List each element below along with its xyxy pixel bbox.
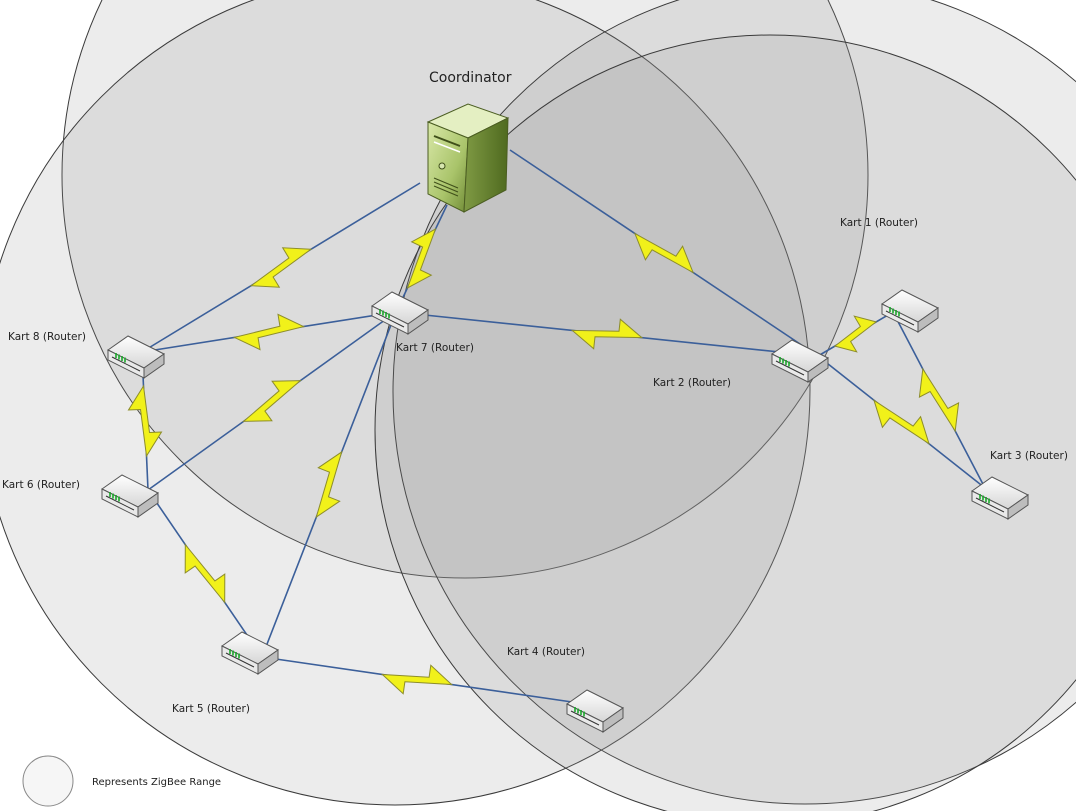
- lightning-bolt-icon: [570, 318, 644, 350]
- lightning-bolt-icon: [232, 313, 306, 351]
- legend-range-icon: [22, 755, 74, 807]
- router-icon: [566, 689, 624, 733]
- legend: Represents ZigBee Range: [22, 755, 221, 807]
- router-icon: [221, 631, 279, 675]
- router-label-kart2: Kart 2 (Router): [653, 377, 731, 389]
- router-icon: [371, 291, 429, 335]
- router-icon: [101, 474, 159, 518]
- router-label-kart3: Kart 3 (Router): [990, 450, 1068, 462]
- lightning-bolt-icon: [918, 367, 960, 433]
- router-icon: [971, 476, 1029, 520]
- zigbee-link: [147, 311, 397, 491]
- zigbee-link: [509, 149, 819, 357]
- router-icon: [107, 335, 165, 379]
- lightning-bolt-icon: [242, 380, 302, 422]
- router-icon: [881, 289, 939, 333]
- legend-label: Represents ZigBee Range: [92, 777, 221, 788]
- zigbee-link: [141, 182, 421, 353]
- zigbee-link: [817, 355, 986, 489]
- router-label-kart8: Kart 8 (Router): [8, 331, 86, 343]
- zigbee-link: [395, 204, 448, 313]
- links-layer: [127, 149, 986, 703]
- router-label-kart4: Kart 4 (Router): [507, 646, 585, 658]
- zigbee-link: [817, 311, 894, 357]
- zigbee-link: [261, 311, 397, 658]
- router-label-kart6: Kart 6 (Router): [2, 479, 80, 491]
- lightning-bolt-icon: [184, 543, 226, 604]
- lightning-bolt-icon: [833, 315, 878, 353]
- router-node-kart1[interactable]: [881, 289, 939, 333]
- lightning-bolt-icon: [633, 232, 695, 274]
- routers-layer: [101, 289, 1029, 733]
- range-circle: [0, 0, 811, 806]
- zigbee-link: [141, 311, 397, 353]
- router-label-kart1: Kart 1 (Router): [840, 217, 918, 229]
- router-node-kart2[interactable]: [771, 339, 829, 383]
- router-node-kart5[interactable]: [221, 631, 279, 675]
- lightning-bolt-icon: [315, 450, 343, 519]
- coordinator-label: Coordinator: [429, 70, 512, 86]
- router-icon: [771, 339, 829, 383]
- router-node-kart3[interactable]: [971, 476, 1029, 520]
- lightning-bolt-icon: [127, 384, 163, 458]
- range-circle: [374, 34, 1076, 811]
- lightning-bolt-icon: [873, 399, 930, 445]
- router-node-kart8[interactable]: [107, 335, 165, 379]
- range-circle: [392, 0, 1076, 805]
- lightning-bolt-icon: [249, 247, 313, 288]
- router-node-kart4[interactable]: [566, 689, 624, 733]
- zigbee-link: [395, 311, 819, 357]
- lightning-bolt-icon: [406, 228, 437, 289]
- server-icon: [426, 103, 510, 213]
- zigbee-link: [892, 311, 986, 489]
- lightning-bolt-icon: [381, 664, 453, 695]
- router-node-kart6[interactable]: [101, 474, 159, 518]
- router-label-kart5: Kart 5 (Router): [172, 703, 250, 715]
- zigbee-link: [147, 489, 263, 658]
- coordinator-node[interactable]: [426, 103, 510, 213]
- range-circle: [61, 0, 869, 579]
- router-node-kart7[interactable]: [371, 291, 429, 335]
- router-label-kart7: Kart 7 (Router): [396, 342, 474, 354]
- zigbee-link: [261, 656, 573, 703]
